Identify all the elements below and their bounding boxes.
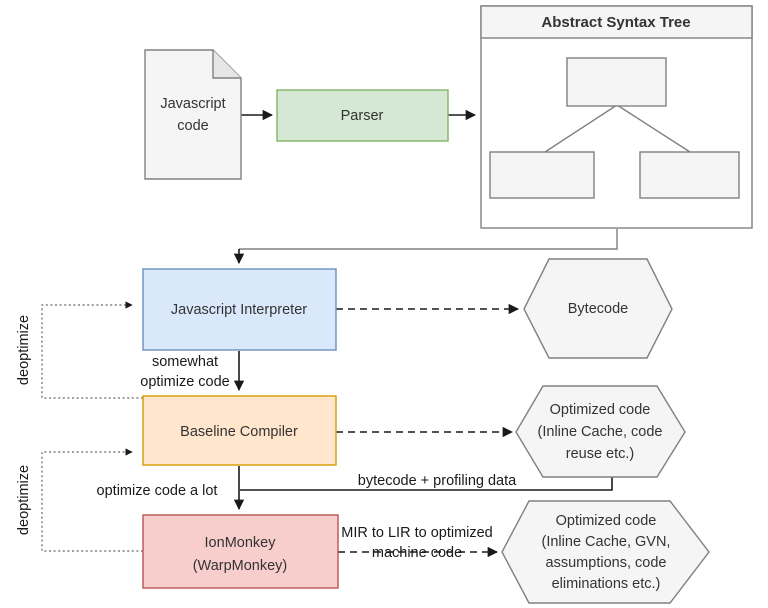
label-deoptimize-top: deoptimize	[16, 315, 32, 385]
ast-node-child-right[interactable]	[639, 151, 740, 199]
ast-title: Abstract Syntax Tree	[541, 14, 690, 31]
node-optimized-code-baseline[interactable]: Optimized code (Inline Cache, code reuse…	[515, 385, 686, 478]
node-ionmonkey[interactable]: IonMonkey (WarpMonkey)	[142, 514, 339, 589]
ionmonkey-label-line1: IonMonkey	[205, 535, 277, 551]
javascript-code-label-line1: Javascript	[160, 96, 225, 112]
ast-node-root[interactable]	[566, 57, 667, 107]
optimized-baseline-label-line2: (Inline Cache, code	[538, 424, 663, 440]
optimized-baseline-label-line3: reuse etc.)	[566, 446, 635, 462]
parser-label: Parser	[341, 108, 384, 124]
javascript-code-label-line2: code	[177, 118, 208, 134]
optimized-ion-label-line1: Optimized code	[556, 513, 657, 529]
node-parser[interactable]: Parser	[276, 89, 449, 142]
node-bytecode[interactable]: Bytecode	[523, 258, 673, 359]
label-mir-to-lir-line2: machine code	[372, 545, 462, 561]
node-optimized-code-ion[interactable]: Optimized code (Inline Cache, GVN, assum…	[501, 500, 710, 604]
label-optimize-code-a-lot: optimize code a lot	[97, 483, 218, 499]
node-javascript-code[interactable]: Javascript code	[144, 49, 242, 180]
label-bytecode-profiling-data: bytecode + profiling data	[358, 473, 517, 489]
optimized-ion-label-line3: assumptions, code	[546, 555, 667, 571]
label-deoptimize-bottom: deoptimize	[16, 465, 32, 535]
edge-deoptimize-baseline-to-interpreter	[41, 301, 143, 399]
ionmonkey-label-line2: (WarpMonkey)	[193, 558, 288, 574]
edge-deoptimize-ion-to-baseline	[41, 448, 143, 552]
optimized-baseline-label-line1: Optimized code	[550, 402, 651, 418]
label-somewhat-optimize-line2: optimize code	[140, 374, 229, 390]
node-javascript-interpreter[interactable]: Javascript Interpreter	[142, 268, 337, 351]
node-baseline-compiler[interactable]: Baseline Compiler	[142, 395, 337, 466]
interpreter-label: Javascript Interpreter	[171, 302, 307, 318]
ast-node-child-left[interactable]	[489, 151, 595, 199]
edge-ast-to-interpreter-path	[239, 229, 618, 250]
baseline-compiler-label: Baseline Compiler	[180, 424, 298, 440]
edge-bytecode-profiling	[240, 472, 613, 491]
label-mir-to-lir-line1: MIR to LIR to optimized	[341, 525, 493, 541]
ast-tree-link-right	[616, 104, 691, 153]
optimized-ion-label-line4: eliminations etc.)	[552, 576, 661, 592]
bytecode-label: Bytecode	[568, 301, 628, 317]
ast-tree-link-left	[544, 104, 618, 153]
node-abstract-syntax-tree[interactable]: Abstract Syntax Tree	[480, 5, 753, 229]
optimized-ion-label-line2: (Inline Cache, GVN,	[542, 534, 671, 550]
label-somewhat-optimize-line1: somewhat	[152, 354, 218, 370]
